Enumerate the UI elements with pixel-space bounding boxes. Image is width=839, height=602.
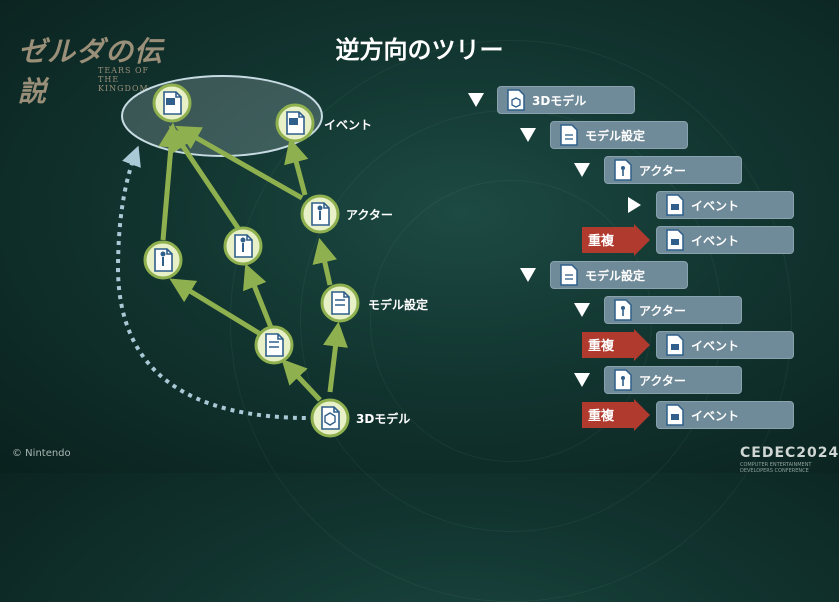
node-settings-1: [320, 283, 360, 323]
collapse-triangle-icon: [628, 197, 641, 213]
node-label-event: イベント: [324, 118, 373, 132]
page-title: 逆方向のツリー: [335, 36, 504, 64]
tree-row-event-duplicate: イベント: [656, 401, 794, 429]
node-label-actor: アクター: [346, 208, 393, 222]
tree-row-actor: アクター: [604, 156, 742, 184]
actor-file-icon: [614, 159, 632, 181]
edge-arrow: [158, 122, 184, 241]
tree-row-label: 3Dモデル: [532, 93, 587, 108]
game-logo: ゼルダの伝説 TEARS OF THE KINGDOM: [18, 30, 168, 108]
duplicate-label: 重複: [588, 408, 615, 424]
node-settings-2: [254, 325, 294, 365]
duplicate-label: 重複: [588, 338, 615, 354]
node-label-3d-model: 3Dモデル: [356, 412, 411, 426]
node-label-settings: モデル設定: [368, 298, 429, 312]
tree-row-3d-model: 3Dモデル: [497, 86, 635, 114]
settings-file-icon: [560, 264, 578, 286]
actor-file-icon: [614, 299, 632, 321]
expand-triangle-icon: [574, 163, 590, 177]
tree-row-model-settings: モデル設定: [550, 261, 688, 289]
copyright-notice: © Nintendo: [12, 448, 71, 459]
expand-triangle-icon: [468, 93, 484, 107]
tree-row-actor: アクター: [604, 366, 742, 394]
edge-arrow: [323, 321, 348, 393]
tree-row-label: イベント: [691, 198, 740, 213]
edge-arrow: [175, 125, 304, 201]
node-event-2: [275, 103, 315, 143]
tree-row-actor: アクター: [604, 296, 742, 324]
tree-row-model-settings: モデル設定: [550, 121, 688, 149]
tree-row-event-duplicate: イベント: [656, 226, 794, 254]
duplicate-tag: 重複: [582, 329, 650, 361]
node-actor-3: [300, 194, 340, 234]
duplicate-tag: 重複: [582, 224, 650, 256]
expand-triangle-icon: [574, 373, 590, 387]
expand-triangle-icon: [520, 268, 536, 282]
tree-row-label: アクター: [639, 303, 686, 318]
actor-file-icon: [614, 369, 632, 391]
event-file-icon: [666, 229, 684, 251]
event-file-icon: [666, 194, 684, 216]
tree-row-event-duplicate: イベント: [656, 331, 794, 359]
tree-row-label: イベント: [691, 233, 740, 248]
logo-subtitle: TEARS OF THE KINGDOM: [98, 66, 150, 93]
cube-file-icon: [507, 89, 525, 111]
dependency-diagram: [115, 75, 360, 438]
event-file-icon: [666, 404, 684, 426]
edge-arrow: [243, 263, 275, 331]
tree-row-label: アクター: [639, 373, 686, 388]
tree-row-label: アクター: [639, 163, 686, 178]
edge-arrow: [284, 137, 309, 196]
node-actor-2: [223, 226, 263, 266]
node-3d-model: [310, 398, 350, 438]
edge-arrow: [312, 237, 337, 286]
cedec-logo: CEDEC2024: [740, 445, 839, 461]
edge-arrow: [169, 125, 241, 230]
logo-title: ゼルダの伝説: [18, 35, 164, 108]
tree-row-label: イベント: [691, 408, 740, 423]
duplicate-tag: 重複: [582, 399, 650, 431]
cedec-subtitle: COMPUTER ENTERTAINMENT DEVELOPERS CONFER…: [740, 462, 812, 474]
expand-triangle-icon: [574, 303, 590, 317]
tree-row-label: モデル設定: [585, 128, 646, 143]
edge-arrow: [169, 278, 264, 338]
expand-triangle-icon: [520, 128, 536, 142]
tree-row-event: イベント: [656, 191, 794, 219]
settings-file-icon: [560, 124, 578, 146]
event-file-icon: [666, 334, 684, 356]
edge-arrow: [281, 358, 322, 402]
node-actor-1: [143, 240, 183, 280]
duplicate-label: 重複: [588, 233, 615, 249]
node-event-1: [152, 83, 192, 123]
tree-row-label: イベント: [691, 338, 740, 353]
tree-row-label: モデル設定: [585, 268, 646, 283]
